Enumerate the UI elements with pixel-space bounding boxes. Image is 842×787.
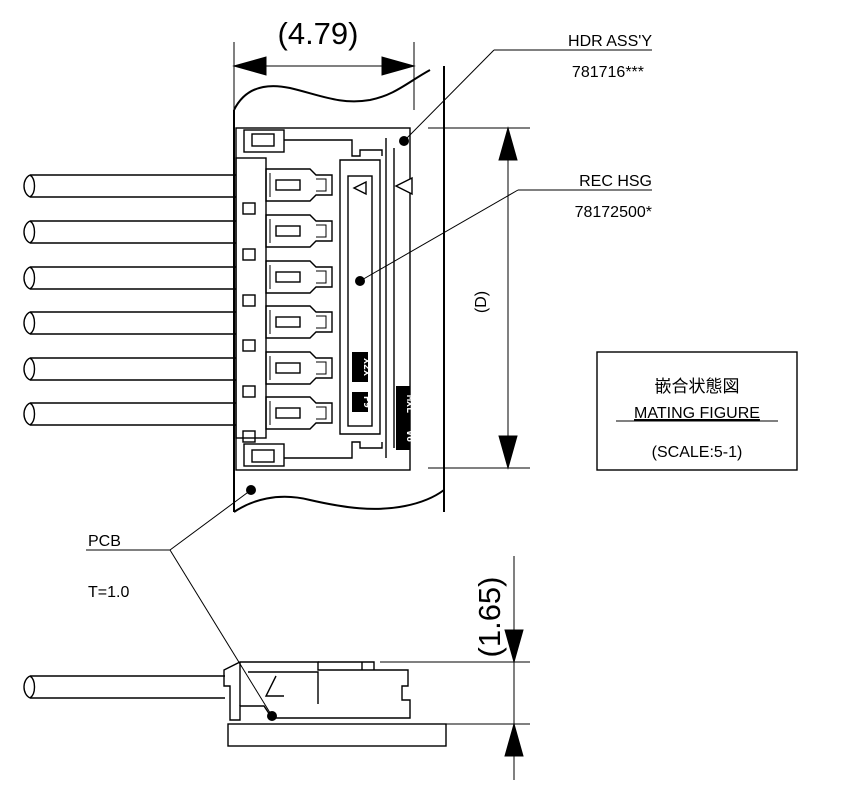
wire-break [23,311,31,335]
wire [23,220,236,244]
hdr-marking: MXL [404,395,415,413]
contact-body [265,214,333,248]
wires [23,174,236,426]
contact-slot [242,202,256,215]
wire-break [23,174,31,198]
title-box: 嵌合状態図 MATING FIGURE (SCALE:5-1) [596,351,798,471]
contact-body [265,351,333,385]
side-view: (1.65) [23,556,530,780]
wire-break [29,311,36,335]
wire [23,266,236,290]
contact-row [242,214,333,261]
width-dimension-value: (4.79) [278,16,359,51]
contact-window [275,179,301,191]
contact-tip [316,270,327,284]
hdr-assy-callout: HDR ASS'Y 781716*** [399,33,652,146]
contact-row [242,351,333,398]
wire-break [29,402,36,426]
contact-row [242,305,333,352]
wire [23,311,236,335]
pcb-callout: PCB T=1.0 [86,485,277,721]
contact-slot [242,430,256,443]
contact-body [265,260,333,294]
title-scale: (SCALE:5-1) [652,444,743,461]
rec-hsg-callout: REC HSG 78172500* [355,173,652,286]
depth-dimension: (D) [428,126,530,470]
contact-tip [316,224,327,238]
wire [23,402,236,426]
contact-body [265,396,333,430]
contact-row [242,260,333,307]
contact-window [275,316,301,328]
hdr-marking-2: V6 [404,430,415,442]
header-board-outline [233,66,445,513]
hdr-assy-name: HDR ASS'Y [568,33,652,50]
contact-slot [242,248,256,261]
contact-slot [242,339,256,352]
wire [23,357,236,381]
contact-slot [242,385,256,398]
contact-rows [235,157,333,443]
contact-slot [242,294,256,307]
wire-break [23,220,31,244]
contact-window [275,407,301,419]
rec-marking-2: P9 [361,396,372,408]
pcb-name: PCB [88,533,121,550]
width-dimension: (4.79) [232,16,416,110]
contact-tip [316,361,327,375]
contact-tip [316,406,327,420]
contact-row [242,168,333,215]
rec-hsg-part: 78172500* [575,204,652,221]
wire-break [23,402,31,426]
contact-window [275,362,301,374]
contact-window [275,225,301,237]
contact-window [275,271,301,283]
wire-break [29,357,36,381]
receptacle-housing: X2X P9 MXL V6 [235,127,415,471]
contact-row [242,396,333,443]
wire-break [23,357,31,381]
wire [23,174,236,198]
title-japanese: 嵌合状態図 [655,377,740,396]
contact-body [265,168,333,202]
wire-break [29,266,36,290]
rec-hsg-name: REC HSG [579,173,652,190]
height-dimension-value: (1.65) [472,577,507,658]
contact-body [265,305,333,339]
rec-marking: X2X [361,358,372,376]
wire-break [29,174,36,198]
housing-left-wall [235,157,267,439]
wire-break [29,220,36,244]
hdr-assy-part: 781716*** [572,64,644,81]
contact-tip [316,178,327,192]
pcb-thickness: T=1.0 [88,584,129,601]
wire-break [23,266,31,290]
contact-tip [316,315,327,329]
title-english: MATING FIGURE [634,405,760,422]
depth-dimension-value: (D) [473,291,490,313]
